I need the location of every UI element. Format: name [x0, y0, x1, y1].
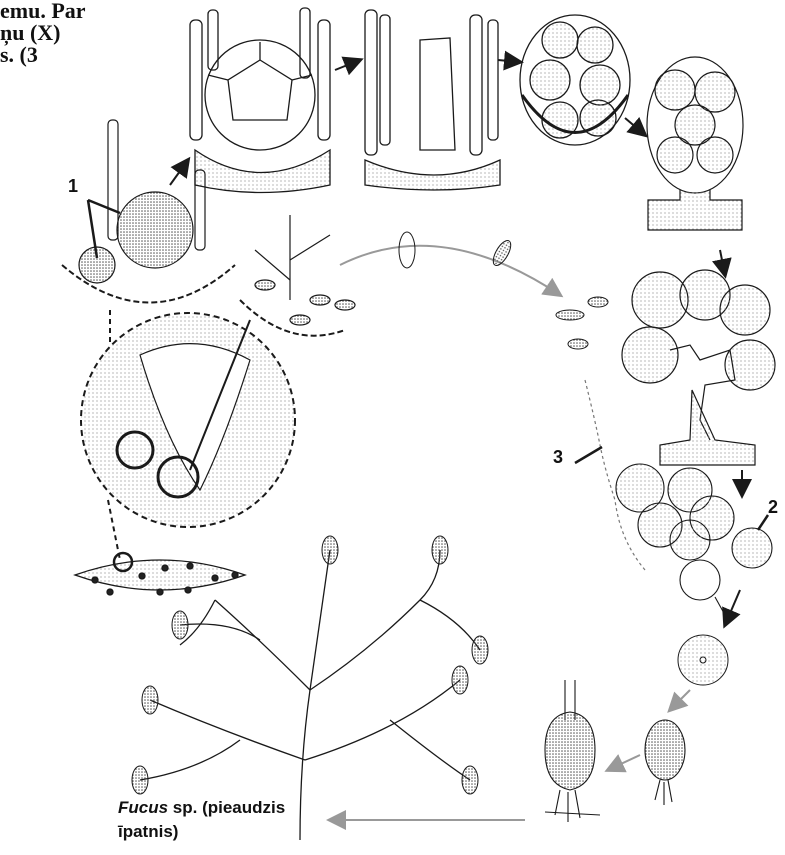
label-2-pointer: [758, 515, 768, 530]
oogonium-stage-2: [365, 10, 500, 190]
header-fragment-line-3: s. (3: [0, 44, 38, 66]
label-3-pointer: [575, 447, 602, 463]
arrow-2: [498, 60, 520, 62]
caption-line-1: Fucus sp. (pieaudzis: [118, 796, 285, 820]
caption-line-2: īpatnis): [118, 820, 285, 844]
oogonium-stage-1: [190, 8, 330, 193]
eggs-released: [622, 270, 775, 465]
header-fragment-line-1: emu. Par: [0, 0, 86, 22]
label-3: 3: [553, 447, 563, 468]
label-1: 1: [68, 176, 78, 197]
arrow-7: [670, 690, 690, 710]
oogonium-on-stalk: [62, 120, 235, 303]
fertilization-cluster: [616, 464, 772, 615]
caption-rest-line-1: sp. (pieaudzis: [168, 798, 285, 817]
label-2: 2: [768, 497, 778, 518]
label-1-pointer-a: [88, 200, 120, 213]
oogonium-release: [647, 57, 743, 230]
sperm-cells: [556, 297, 608, 349]
zygote: [678, 635, 728, 685]
dash-link-2: [108, 500, 120, 560]
arrow-1: [335, 60, 360, 70]
arrow-3: [625, 118, 645, 135]
antheridium-released: [399, 232, 415, 268]
caption-genus: Fucus: [118, 798, 168, 817]
arrow-8: [608, 755, 640, 770]
antheridial-branch: [240, 215, 355, 336]
receptacle-section: [75, 553, 245, 595]
arrow-top-left: [170, 160, 188, 185]
conceptacle: [81, 313, 295, 527]
header-fragment-line-2: ņu (X): [0, 22, 61, 44]
species-caption: Fucus sp. (pieaudzis īpatnis): [118, 796, 285, 844]
arrow-4: [720, 250, 725, 275]
sperm-path-arrow: [340, 246, 560, 295]
oogonium-eight-eggs: [520, 15, 630, 145]
arrow-6: [725, 590, 740, 625]
embryo-older: [545, 680, 600, 822]
embryo-young: [645, 720, 685, 805]
